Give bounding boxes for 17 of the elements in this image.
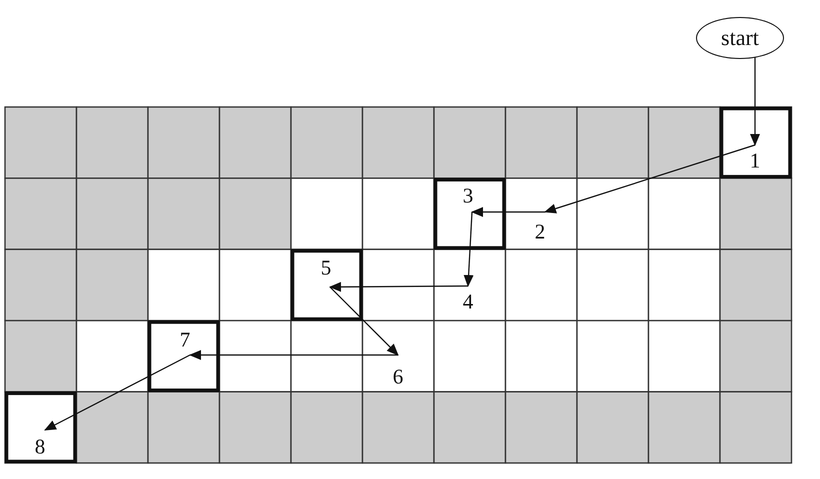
arrow (330, 286, 399, 356)
arrow (329, 282, 468, 292)
step-number: 1 (750, 150, 760, 172)
arrow (544, 144, 756, 214)
arrow (471, 207, 545, 217)
step-number: 5 (320, 258, 332, 278)
step-number: 3 (462, 186, 474, 206)
arrow (464, 212, 474, 287)
step-number: 2 (534, 222, 546, 242)
step-number: 6 (392, 366, 404, 388)
arrow (750, 57, 760, 146)
arrow (44, 354, 190, 431)
step-number: 7 (180, 330, 190, 350)
step-number: 4 (462, 292, 474, 312)
arrow (189, 350, 398, 360)
step-number: 8 (34, 436, 46, 458)
start-oval: start (696, 17, 784, 59)
